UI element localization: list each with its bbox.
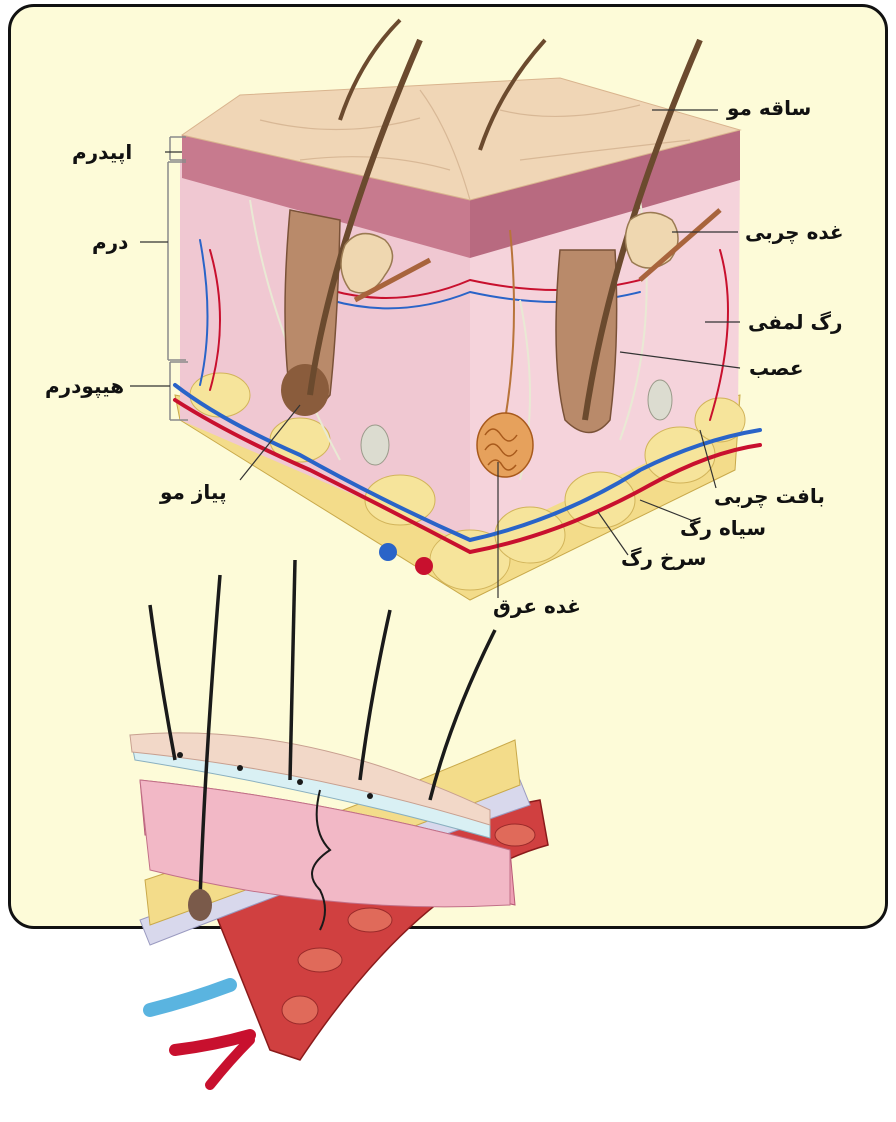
label-dermis: درم [92,232,128,252]
label-lymph-vessel: رگ لمفی [748,312,843,332]
label-epidermis: اپیدرم [72,142,132,162]
label-adipose-tissue: بافت چربی [714,486,825,506]
pacinian-corpuscle-left [361,425,389,465]
label-artery: سرخ رگ [621,548,706,568]
vein-end [379,543,397,561]
artery-end [415,557,433,575]
bottom-hair-bulb [188,889,212,921]
label-vein: سیاه رگ [680,518,766,538]
sweat-gland-coil [477,413,533,477]
bottom-vessels [150,985,250,1085]
label-hypodermis: هیپودرم [45,376,124,396]
pacinian-corpuscle-right [648,380,672,420]
label-hair-bulb: پیاز مو [160,482,227,502]
label-nerve: عصب [749,358,804,378]
label-sweat-gland: غده عرق [493,596,581,616]
label-sebaceous-gland: غده چربی [745,222,844,242]
label-hair-shaft: ساقه مو [727,98,811,118]
hair-bulb [281,364,329,416]
